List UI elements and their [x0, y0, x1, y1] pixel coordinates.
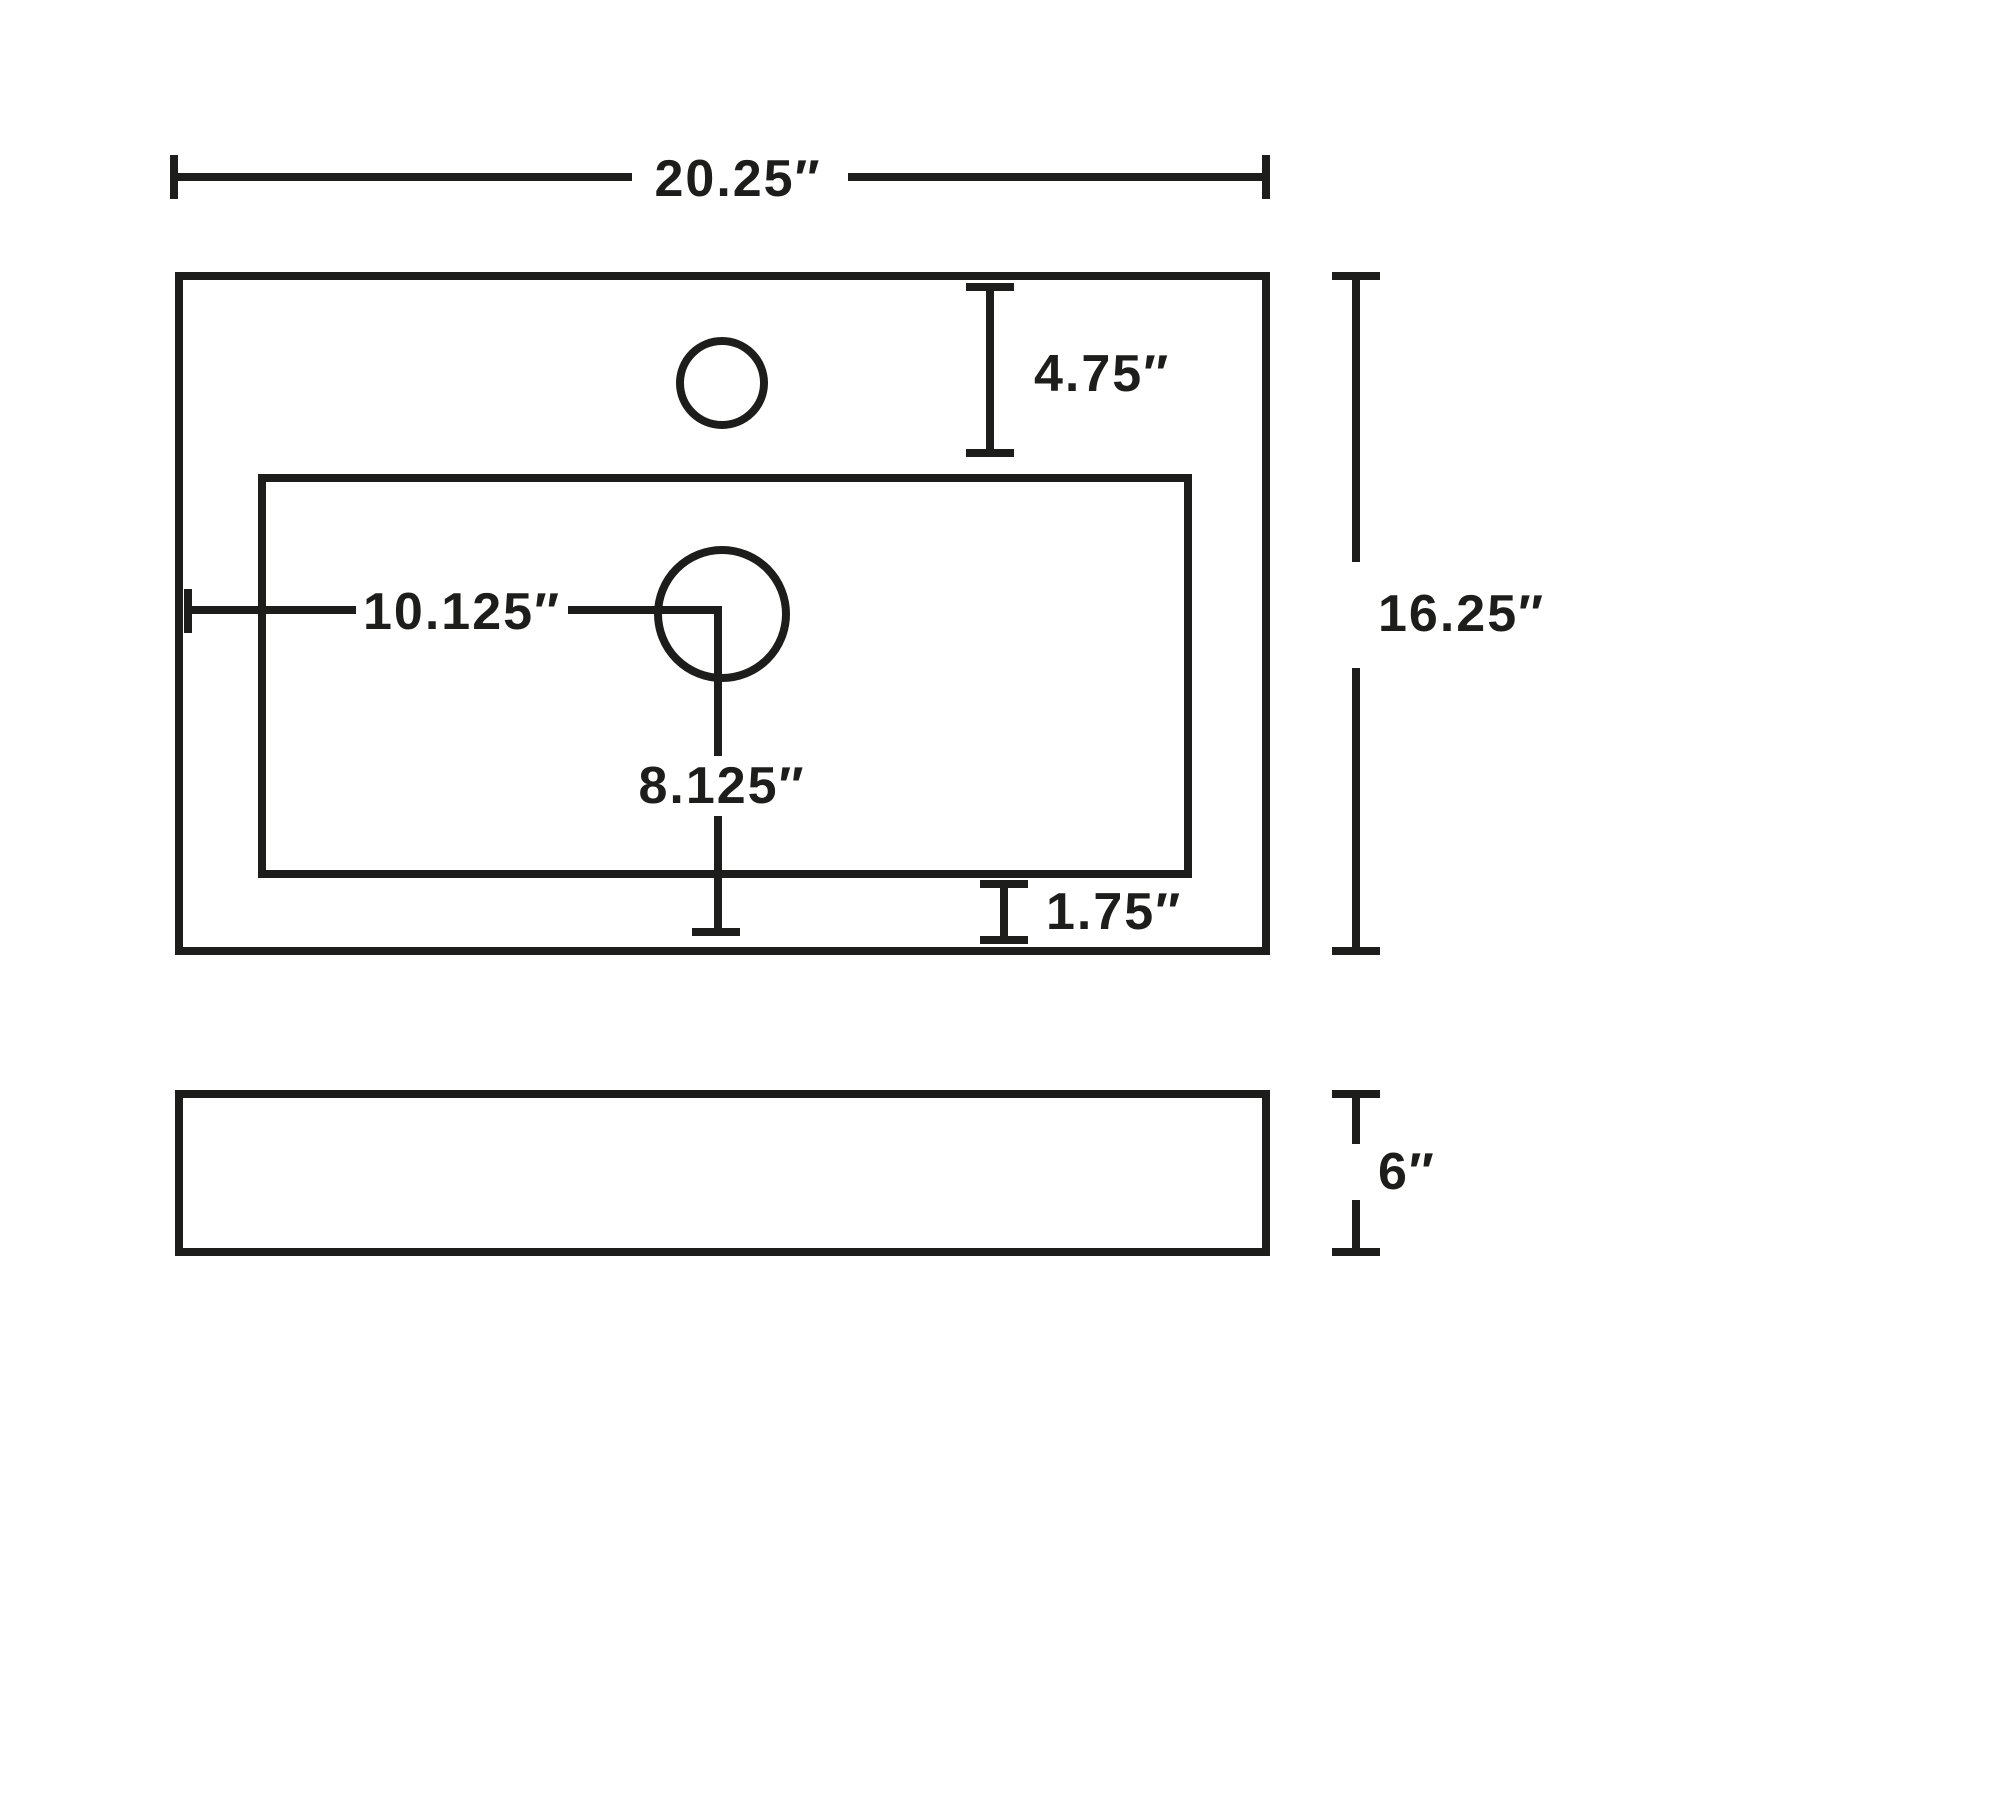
drain-y-dim-line-top [714, 606, 722, 756]
depth-dim-label: 16.25″ [1372, 584, 1552, 644]
height-dim-label: 6″ [1372, 1142, 1442, 1202]
faucet-dim-line [986, 287, 994, 453]
edge-dim-line [1000, 884, 1008, 940]
height-dim-line-top [1352, 1094, 1360, 1144]
faucet-dim-tick-bottom [966, 449, 1014, 457]
drain-y-dim-tick-bottom [692, 928, 740, 936]
faucet-dim-label: 4.75″ [1028, 344, 1177, 404]
drain-x-dim-label: 10.125″ [357, 582, 567, 642]
width-dim-label: 20.25″ [648, 149, 828, 209]
depth-dim-line-top [1352, 276, 1360, 562]
depth-dim-line-bottom [1352, 668, 1360, 951]
drain-hole [654, 546, 790, 682]
width-dim-line-left [170, 173, 632, 181]
drain-x-dim-line-left [186, 606, 356, 614]
drain-y-dim-label: 8.125″ [632, 756, 812, 816]
edge-dim-label: 1.75″ [1040, 882, 1189, 942]
edge-dim-tick-bottom [980, 936, 1028, 944]
width-dim-line-right [848, 173, 1270, 181]
height-dim-tick-bottom [1332, 1248, 1380, 1256]
drain-y-dim-line-bottom [714, 815, 722, 936]
side-profile-outline [175, 1090, 1270, 1256]
drain-x-dim-line-right [568, 606, 722, 614]
faucet-hole [676, 337, 768, 429]
depth-dim-tick-bottom [1332, 947, 1380, 955]
height-dim-line-bottom [1352, 1200, 1360, 1252]
